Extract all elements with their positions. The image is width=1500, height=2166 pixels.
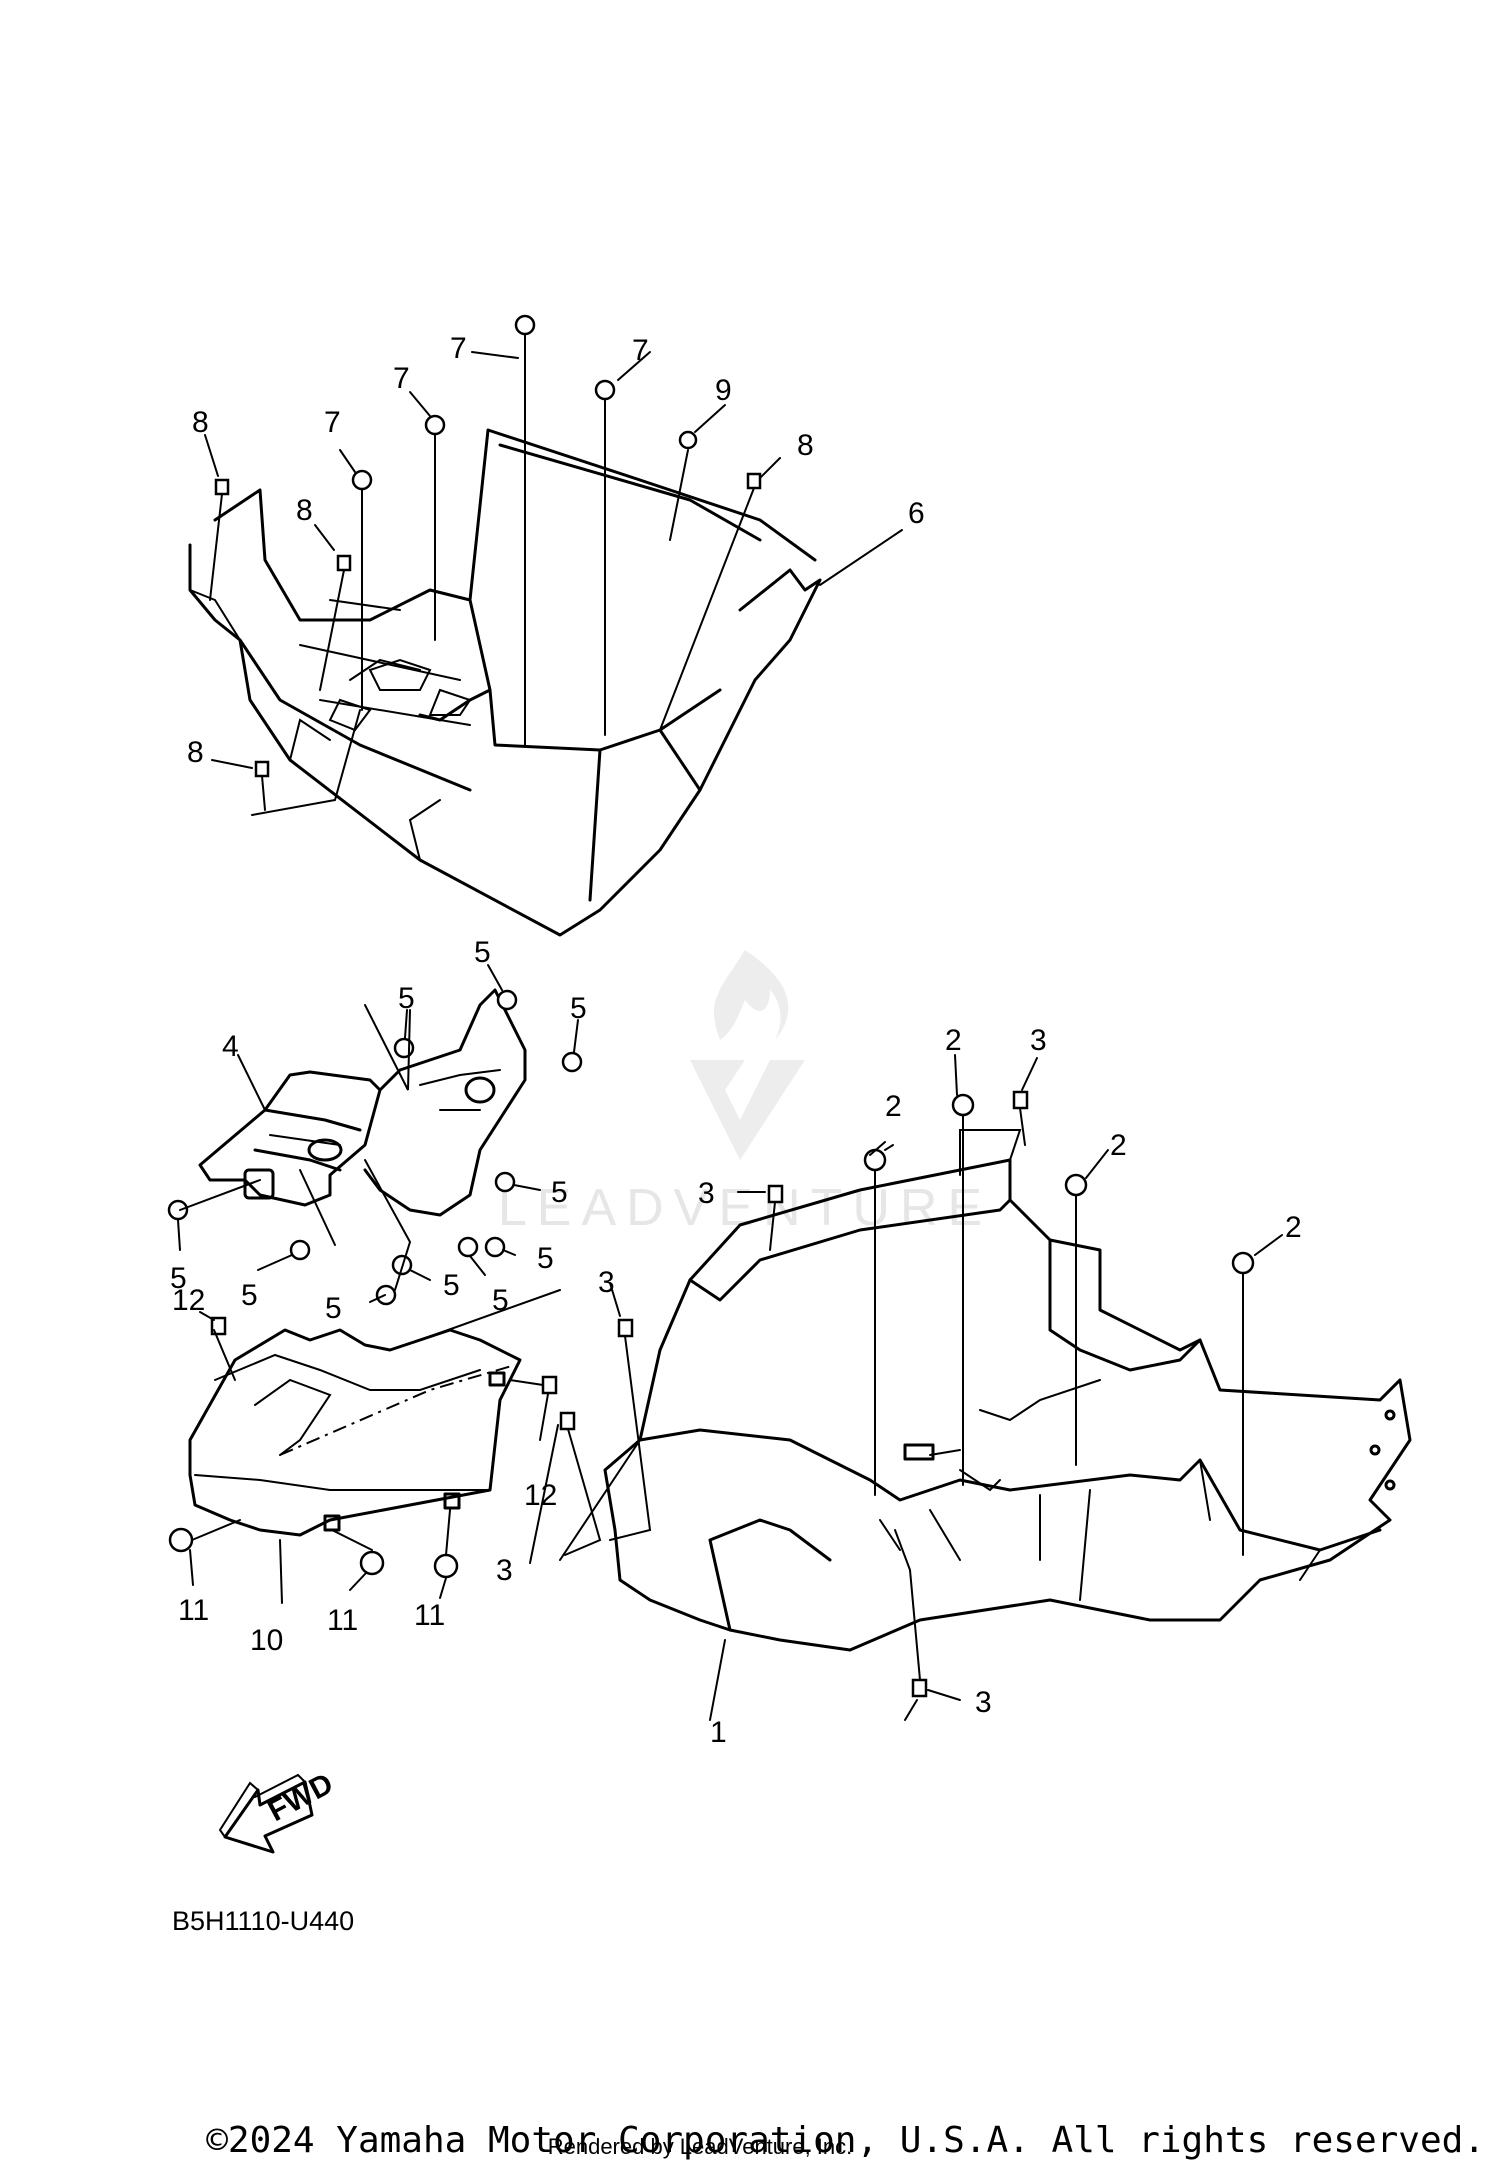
copyright-notice: ©2024 Yamaha Motor Corporation, U.S.A. A… (206, 2120, 1485, 2161)
callout-5: 5 (570, 992, 587, 1025)
callout-9: 9 (715, 374, 732, 407)
callout-5: 5 (325, 1292, 342, 1325)
screw-icon (457, 1236, 479, 1258)
callout-3: 3 (496, 1554, 513, 1587)
screw-icon (289, 1239, 311, 1261)
callout-8: 8 (296, 494, 313, 527)
callout-5: 5 (170, 1262, 187, 1295)
callout-10: 10 (250, 1624, 283, 1657)
callout-2: 2 (945, 1024, 962, 1057)
bolt-icon (951, 1093, 975, 1131)
callout-7: 7 (632, 334, 649, 367)
callout-11: 11 (414, 1599, 445, 1632)
leader-lines-lower (529, 1054, 1283, 1721)
nut-clip-icon (559, 1411, 576, 1431)
callout-5: 5 (474, 936, 491, 969)
bolt-icon (424, 414, 446, 449)
callout-7: 7 (450, 332, 467, 365)
callout-8: 8 (192, 406, 209, 439)
screw-icon (494, 1171, 516, 1193)
diagram-code: B5H1110-U440 (172, 1906, 354, 1936)
nut-clip-icon (214, 478, 230, 496)
part-6-tub (188, 428, 822, 937)
callout-5: 5 (551, 1176, 568, 1209)
nut-clip-icon (746, 472, 762, 490)
callout-11: 11 (178, 1594, 209, 1627)
callout-3: 3 (1030, 1024, 1047, 1057)
bolt-icon (594, 379, 616, 413)
nut-clip-icon (254, 760, 270, 778)
bolt-icon (1064, 1173, 1088, 1211)
nut-clip-icon (767, 1184, 784, 1204)
callout-3: 3 (598, 1266, 615, 1299)
part-10-cover (188, 1328, 522, 1537)
callout-12: 12 (524, 1479, 557, 1512)
callout-4: 4 (222, 1030, 239, 1063)
nut-clip-icon (336, 554, 352, 572)
callout-2: 2 (1285, 1211, 1302, 1244)
callout-labels: 1 2 2 2 2 3 3 3 3 3 4 5 5 5 5 5 5 5 5 5 … (170, 332, 1302, 1749)
screw-icon (484, 1236, 506, 1258)
callout-11: 11 (327, 1604, 358, 1637)
nut-clip-icon (911, 1678, 928, 1698)
callout-8: 8 (797, 429, 814, 462)
leader-lines-cover (189, 1289, 561, 1604)
callout-8: 8 (187, 736, 204, 769)
leader-lines-bracket (177, 964, 579, 1303)
bolt-icon (1231, 1251, 1255, 1289)
leadventure-logo-icon (690, 950, 805, 1160)
callout-2: 2 (1110, 1129, 1127, 1162)
nut-clip-icon (541, 1375, 558, 1395)
callout-1: 1 (710, 1716, 727, 1749)
nut-clip-icon (210, 1316, 227, 1336)
screw-icon (496, 989, 518, 1011)
nut-clip-icon (1012, 1090, 1029, 1110)
rendered-by-notice: Rendered by LeadVenture, Inc. (548, 2134, 853, 2159)
callout-5: 5 (492, 1284, 509, 1317)
bolt-icon (514, 314, 536, 351)
part-4-bracket (198, 988, 527, 1217)
screw-icon (167, 1199, 189, 1221)
callout-12: 12 (172, 1284, 205, 1317)
rivet-icon (168, 1527, 194, 1553)
clip-icon (678, 430, 698, 450)
callout-5: 5 (398, 982, 415, 1015)
rivet-icon (359, 1550, 385, 1576)
callout-5: 5 (443, 1269, 460, 1302)
rivet-icon (433, 1553, 459, 1579)
watermark-text: LEADVENTURE (498, 1179, 992, 1237)
callout-2: 2 (885, 1090, 902, 1123)
bolt-icon (351, 469, 373, 503)
screw-icon (393, 1037, 415, 1059)
nut-clip-icon (617, 1318, 634, 1338)
callout-7: 7 (393, 362, 410, 395)
part-1-tub (603, 1129, 1412, 1652)
callout-3: 3 (975, 1686, 992, 1719)
leader-lines-upper (204, 349, 903, 816)
screw-icon (561, 1051, 583, 1073)
callout-7: 7 (324, 406, 341, 439)
callout-3: 3 (698, 1177, 715, 1210)
callout-5: 5 (537, 1242, 554, 1275)
callout-5: 5 (241, 1279, 258, 1312)
callout-6: 6 (908, 497, 925, 530)
fwd-arrow-icon: FWD (218, 1767, 339, 1854)
